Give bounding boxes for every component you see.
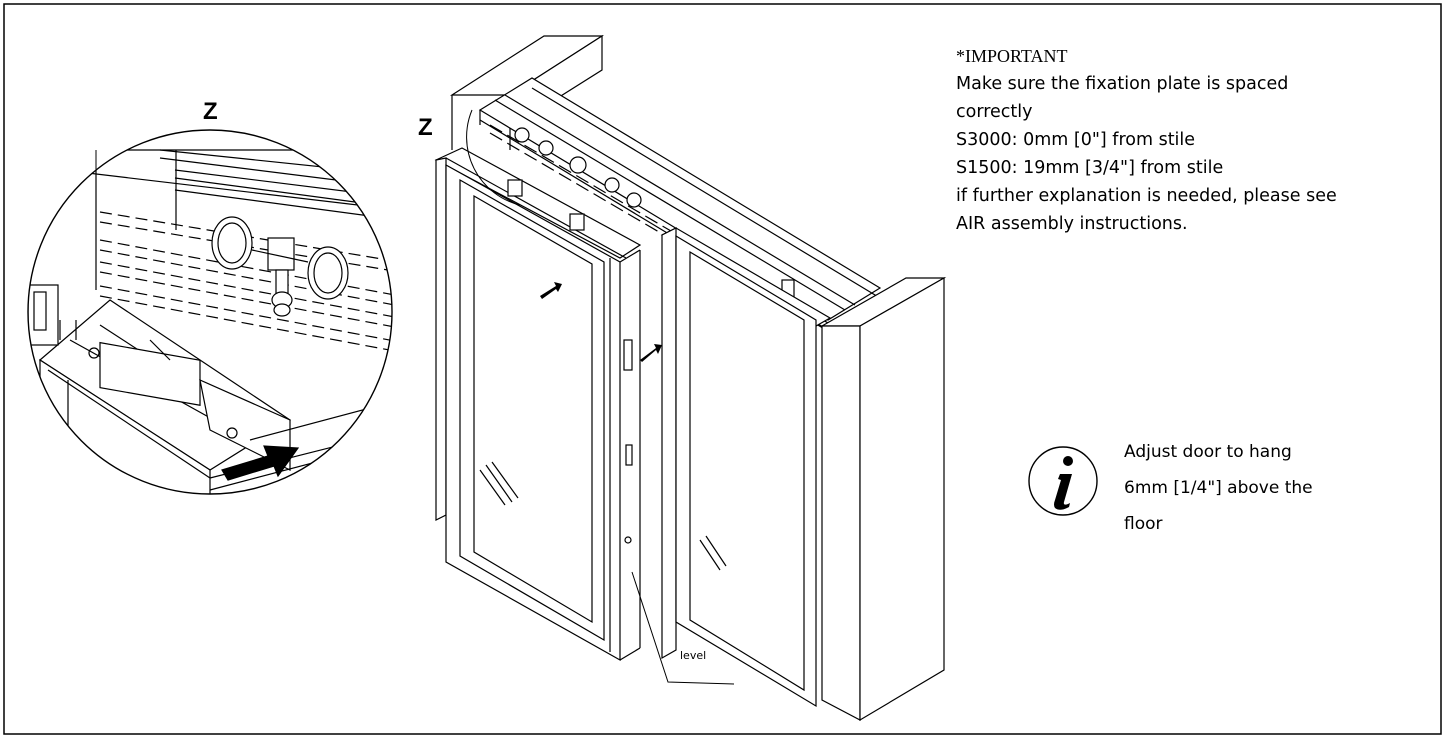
direction-arrow-icon: [640, 344, 662, 362]
important-line: correctly: [956, 102, 1033, 122]
door-assembly: [434, 34, 947, 722]
info-line: Adjust door to hang: [1124, 442, 1292, 462]
detail-view-circle: [28, 149, 392, 494]
level-label: level: [680, 649, 707, 662]
detail-circle-outline: [27, 129, 393, 495]
important-line: S1500: 19mm [3/4"] from stile: [956, 158, 1224, 178]
info-icon: [1028, 446, 1098, 516]
important-line: if further explanation is needed, please…: [956, 186, 1337, 206]
important-line: S3000: 0mm [0"] from stile: [956, 130, 1196, 150]
detail-label-z: Z: [203, 98, 218, 125]
page-border: [3, 3, 1442, 735]
info-note: Adjust door to hang 6mm [1/4"] above the…: [1124, 434, 1384, 542]
important-line: Make sure the fixation plate is spaced: [956, 74, 1289, 94]
level-leader-line: [631, 571, 735, 685]
door-label-z: Z: [418, 114, 433, 141]
important-heading: *IMPORTANT: [956, 46, 1068, 66]
info-line: floor: [1124, 514, 1163, 534]
info-line: 6mm [1/4"] above the: [1124, 478, 1313, 498]
important-line: AIR assembly instructions.: [956, 214, 1188, 234]
direction-arrow-icon: [540, 282, 562, 299]
important-note: *IMPORTANT Make sure the fixation plate …: [956, 42, 1426, 238]
